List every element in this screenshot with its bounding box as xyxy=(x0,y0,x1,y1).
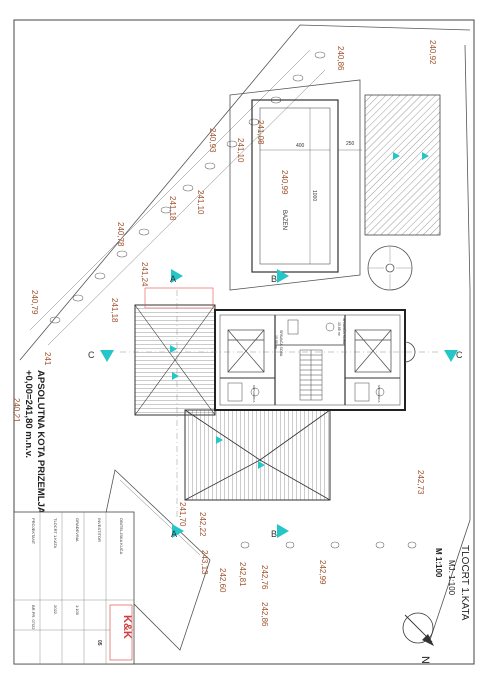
section-b-top: B xyxy=(271,269,289,284)
roof-ridge-4 xyxy=(259,459,331,501)
roof-lower-wing xyxy=(184,409,331,501)
sheet-scale-bold: M 1:100 xyxy=(434,548,443,578)
elev-7: 241,10 xyxy=(196,190,205,215)
tb-number: BR.PR. 07/22 xyxy=(31,605,36,630)
elev-22: 242,86 xyxy=(260,602,269,627)
tb-scale: 1:100 xyxy=(75,605,80,616)
section-b-bottom: B xyxy=(271,524,289,539)
elev-5: 240,99 xyxy=(280,170,289,195)
roof-ridge xyxy=(184,409,261,461)
pergola-roof xyxy=(364,94,441,236)
room-1-label: SPAVAĆA SOBA xyxy=(279,330,284,357)
abs-elevation-line1: APSOLUTNA KOTA PRIZEMLJA xyxy=(35,370,46,514)
elev-17: 242,99 xyxy=(318,560,327,585)
elev-10: 241,18 xyxy=(110,298,119,323)
elevation-labels: 240,92 240,86 240,93 241,10 241,08 240,9… xyxy=(12,40,437,627)
parking-line xyxy=(119,479,201,556)
fence-line xyxy=(29,49,311,331)
bath-fixtures xyxy=(227,319,385,402)
logo-text: K&K xyxy=(121,615,133,639)
pool-inner xyxy=(259,107,331,265)
section-c-right-label: C xyxy=(456,350,463,360)
tb-designer: PROJEKTANT xyxy=(31,518,36,545)
elev-9: 241,24 xyxy=(140,262,149,287)
bed-left xyxy=(227,329,265,373)
terrace-area xyxy=(229,79,361,291)
elev-4: 241,08 xyxy=(256,120,265,145)
pool xyxy=(251,99,339,273)
section-c-left-label: C xyxy=(88,350,95,360)
logo-box xyxy=(109,604,133,661)
elev-19: 242,81 xyxy=(238,562,247,587)
round-planter-inner xyxy=(385,263,395,273)
sheet-scale: MJ. 1:100 xyxy=(447,560,456,596)
roof-ridge-3 xyxy=(184,459,261,501)
elev-1: 240,86 xyxy=(336,46,345,71)
sheet-title: TLOCRT 1.KATA xyxy=(459,545,470,621)
pool-label: BAZEN xyxy=(281,210,287,230)
elev-8: 240,78 xyxy=(116,222,125,247)
bed-right xyxy=(354,329,392,373)
elev-20: 242,60 xyxy=(218,568,227,593)
pool-dim-l: 1000 xyxy=(311,190,317,201)
tb-project: OBITELJSKA KUĆA xyxy=(119,518,124,555)
pool-dim-gap: 250 xyxy=(346,141,355,147)
section-a-top: A xyxy=(170,269,183,284)
roof-ridge-2 xyxy=(259,409,331,461)
north-arrow-label: N xyxy=(419,656,431,664)
tb-sheet-no: 05 xyxy=(96,640,102,646)
elev-14: 241,70 xyxy=(178,502,187,527)
tb-client: INVESTITOR xyxy=(97,518,102,542)
bath-2-label: KUPAONICA xyxy=(377,385,381,402)
section-a-bottom-label: A xyxy=(171,529,177,539)
tb-location: GRAĐEVINA xyxy=(75,518,80,542)
tb-drawing: TLOCRT 1.KATA xyxy=(53,518,58,548)
section-c-left: C xyxy=(88,350,114,362)
fence-line-2 xyxy=(47,69,326,346)
section-b-bottom-label: B xyxy=(271,529,277,539)
roof-ridge-8 xyxy=(174,359,216,416)
title-block: K&K OBITELJSKA KUĆA INVESTITOR GRAĐEVINA… xyxy=(13,511,135,665)
floor-inner-walls xyxy=(219,314,401,406)
section-b-top-label: B xyxy=(271,274,277,284)
staircase xyxy=(299,349,323,401)
hedge-row-bottom xyxy=(240,541,417,549)
terrain-line xyxy=(19,24,471,361)
room-2-area: 15,88 m² xyxy=(337,322,341,337)
roof-ridge-6 xyxy=(174,304,216,361)
elev-18: 242,76 xyxy=(260,565,269,590)
planter-rays xyxy=(368,246,412,290)
elev-3: 241,10 xyxy=(236,138,245,163)
elev-13: 240,21 xyxy=(12,398,21,423)
plot-boundary xyxy=(429,44,471,641)
bath-1-label: KUPAONICA xyxy=(252,385,256,402)
pool-dim-w: 400 xyxy=(296,143,305,149)
section-a-bottom: A xyxy=(171,524,184,539)
room-2-label: SPAVAĆA SOBA xyxy=(342,318,347,345)
roof-ridge-7 xyxy=(134,359,176,416)
room-1-area: 15,88 m² xyxy=(274,335,278,350)
sheet-border xyxy=(13,19,475,665)
elev-0: 240,92 xyxy=(428,40,437,65)
elev-12: 241 xyxy=(43,352,52,366)
tb-date: 2022. xyxy=(53,605,58,615)
elev-6: 241,18 xyxy=(168,196,177,221)
roof-ridge-5 xyxy=(134,304,176,361)
elev-15: 242,22 xyxy=(198,512,207,537)
elev-2: 240,93 xyxy=(208,128,217,153)
hedge-row xyxy=(49,51,326,324)
elev-21: 243,13 xyxy=(200,550,209,575)
elev-11: 240,79 xyxy=(30,290,39,315)
north-arrow: N xyxy=(402,612,434,664)
roof-overhang xyxy=(144,287,214,309)
section-a-top-label: A xyxy=(170,274,176,284)
abs-elevation-line2: +0,00=241,80 m.n.v. xyxy=(23,370,34,458)
section-c-right: C xyxy=(444,350,463,362)
floor-outer-walls xyxy=(214,309,406,411)
slope-arrows xyxy=(170,152,429,469)
elev-16: 242,73 xyxy=(416,470,425,495)
